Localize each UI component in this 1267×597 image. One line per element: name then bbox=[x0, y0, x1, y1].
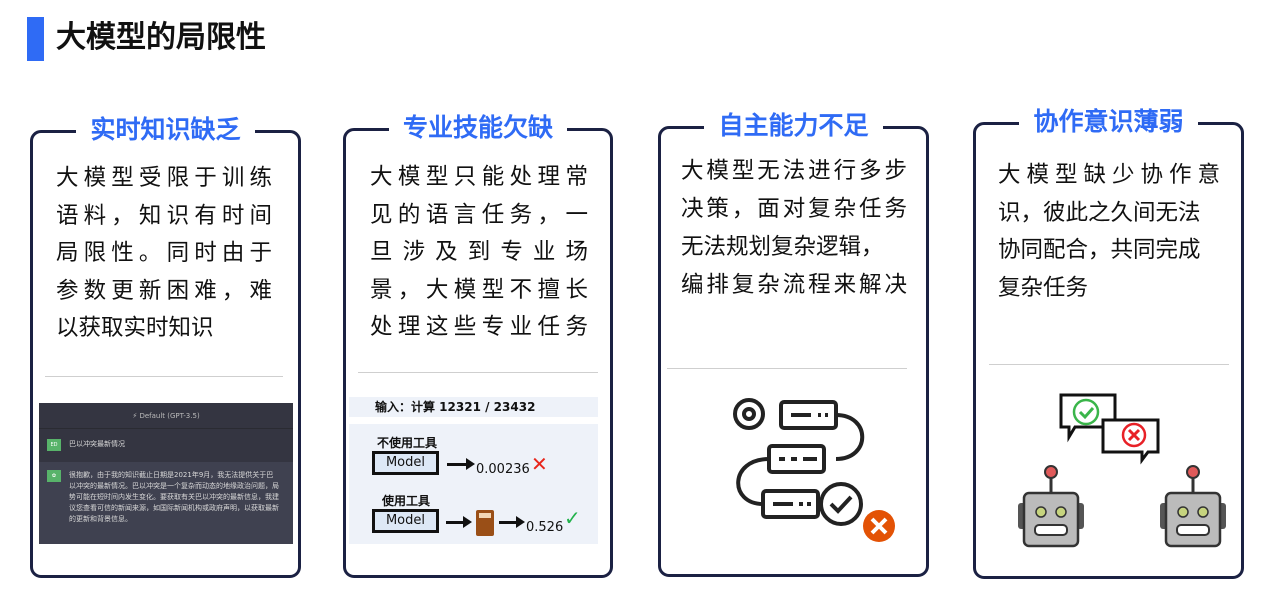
card-text-line: 参数更新困难，难 bbox=[56, 277, 272, 304]
model-box: Model bbox=[372, 451, 439, 475]
divider bbox=[358, 372, 598, 373]
divider bbox=[45, 376, 283, 377]
card-text-line: 语料，知识有时间 bbox=[56, 202, 272, 229]
card-text-line: 大模型受限于训练 bbox=[56, 165, 272, 191]
card-title: 自主能力不足 bbox=[704, 111, 883, 140]
user-avatar: ED bbox=[47, 439, 61, 451]
card-text-line: 景，大模型不擅长 bbox=[370, 276, 588, 303]
card-text-line: 编排复杂流程来解决 bbox=[681, 272, 907, 298]
arrow-icon bbox=[446, 516, 472, 528]
title-accent-bar bbox=[27, 17, 44, 61]
card-text-line: 见的语言任务，一 bbox=[370, 201, 588, 228]
calculator-icon bbox=[476, 510, 494, 536]
check-icon: ✓ bbox=[564, 506, 581, 530]
card-text-line: 协同配合，共同完成 bbox=[998, 237, 1201, 263]
no-tool-label: 不使用工具 bbox=[377, 436, 438, 450]
card-text-line: 大模型无法进行多步 bbox=[681, 158, 907, 184]
card-text-line: 复杂任务 bbox=[998, 274, 1089, 301]
card-text-line: 识，彼此之久间无法 bbox=[998, 199, 1201, 226]
card-title: 实时知识缺乏 bbox=[76, 115, 255, 144]
card-text-line: 局限性。同时由于 bbox=[56, 240, 272, 266]
input-label: 输入：计算 12321 / 23432 bbox=[349, 397, 598, 417]
card-text-line: 无法规划复杂逻辑， bbox=[681, 234, 884, 260]
card-text-line: 大模型缺少协作意 bbox=[998, 162, 1220, 188]
card-collaboration: 协作意识薄弱 大模型缺少协作意 识，彼此之久间无法 协同配合，共同完成 复杂任务 bbox=[973, 107, 1244, 579]
chatgpt-screenshot: ⚡ Default (GPT-3.5) ED 巴以冲突最新情况 ✿ 很抱歉，由于我的… bbox=[39, 403, 293, 544]
robots-chat-icon bbox=[1018, 393, 1226, 548]
card-title: 专业技能欠缺 bbox=[388, 113, 567, 142]
card-professional-skills: 专业技能欠缺 大模型只能处理常 见的语言任务，一 旦涉及到专业场 景，大模型不擅… bbox=[343, 113, 613, 578]
tool-label: 使用工具 bbox=[382, 494, 431, 508]
cross-icon: ✕ bbox=[531, 452, 548, 476]
gpt-avatar-icon: ✿ bbox=[47, 470, 61, 482]
card-title: 协作意识薄弱 bbox=[1019, 107, 1198, 136]
page-title: 大模型的局限性 bbox=[56, 20, 266, 55]
card-realtime-knowledge: 实时知识缺乏 大模型受限于训练 语料，知识有时间 局限性。同时由于 参数更新困难… bbox=[30, 115, 301, 578]
divider bbox=[667, 368, 907, 369]
chat-header: ⚡ Default (GPT-3.5) bbox=[39, 403, 293, 429]
card-text-line: 决策，面对复杂任务 bbox=[681, 196, 907, 222]
chat-question: 巴以冲突最新情况 bbox=[69, 440, 125, 448]
right-result: 0.526 bbox=[526, 520, 564, 535]
card-text-line: 大模型只能处理常 bbox=[370, 164, 588, 190]
workflow-failure-icon bbox=[733, 398, 895, 542]
arrow-icon bbox=[447, 458, 475, 470]
card-text-line: 旦涉及到专业场 bbox=[370, 239, 588, 265]
arrow-icon bbox=[499, 516, 525, 528]
chat-answer: 很抱歉，由于我的知识截止日期是2021年9月，我无法提供关于巴以冲突的最新情况。… bbox=[69, 471, 279, 523]
card-autonomy: 自主能力不足 大模型无法进行多步 决策，面对复杂任务 无法规划复杂逻辑， 编排复… bbox=[658, 111, 929, 577]
tool-diagram: 不使用工具 Model 0.00236 ✕ 使用工具 Model 0.526 ✓ bbox=[349, 424, 598, 544]
wrong-result: 0.00236 bbox=[476, 462, 530, 477]
card-text-line: 以获取实时知识 bbox=[56, 315, 214, 341]
model-box: Model bbox=[372, 509, 439, 533]
card-text-line: 处理这些专业任务 bbox=[370, 314, 588, 340]
divider bbox=[989, 364, 1229, 365]
